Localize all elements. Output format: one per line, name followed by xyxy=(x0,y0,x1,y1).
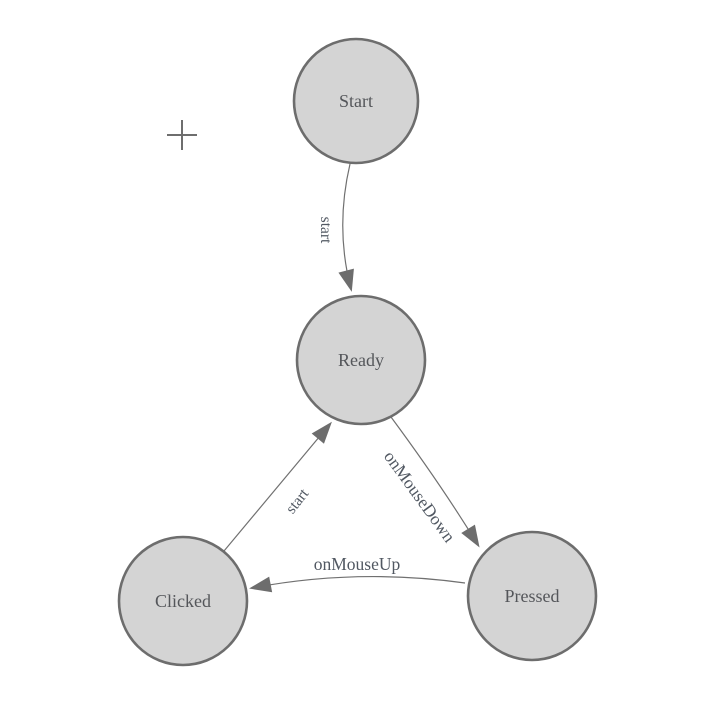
crosshair-plus-icon xyxy=(167,120,197,150)
edge-label-start-left: start xyxy=(282,485,312,517)
edge-ready-to-pressed[interactable] xyxy=(390,416,480,548)
state-circle-start[interactable] xyxy=(292,37,420,165)
state-label-start: Start xyxy=(339,91,373,111)
state-circle-clicked[interactable] xyxy=(117,535,249,667)
state-node-clicked[interactable]: Clicked xyxy=(117,535,249,667)
edges-layer xyxy=(223,163,480,593)
state-node-ready[interactable]: Ready xyxy=(295,294,427,426)
edge-label-start-top: start xyxy=(317,217,334,244)
state-circle-pressed[interactable] xyxy=(466,530,598,662)
state-circle-ready[interactable] xyxy=(295,294,427,426)
state-label-clicked: Clicked xyxy=(155,591,211,611)
edge-label-onmousedown: onMouseDown xyxy=(380,447,460,546)
edge-clicked-to-ready[interactable] xyxy=(223,421,332,552)
edge-start-to-ready[interactable] xyxy=(338,163,354,292)
nodes-layer: Start Ready Clicked Pressed xyxy=(117,37,598,667)
edge-label-onmouseup: onMouseUp xyxy=(314,554,401,574)
state-node-pressed[interactable]: Pressed xyxy=(466,530,598,662)
state-node-start[interactable]: Start xyxy=(292,37,420,165)
state-label-pressed: Pressed xyxy=(505,586,560,606)
edge-pressed-to-clicked[interactable] xyxy=(249,576,466,593)
state-label-ready: Ready xyxy=(338,350,384,370)
